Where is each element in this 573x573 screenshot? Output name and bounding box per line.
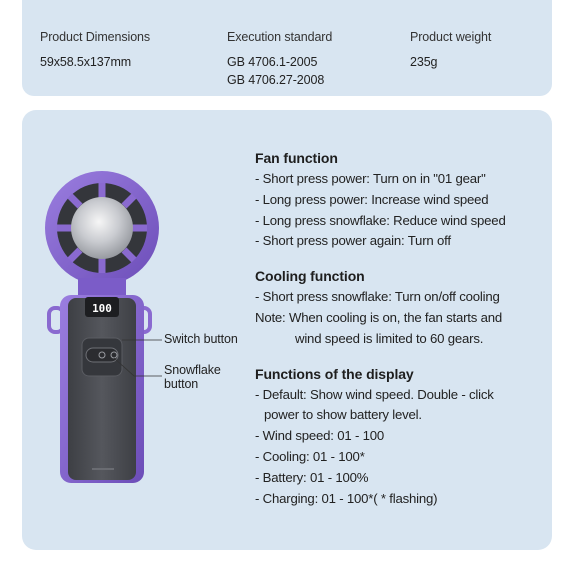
section-title: Functions of the display: [255, 365, 414, 382]
list-item: - Cooling: 01 - 100*: [255, 448, 365, 464]
spec-weight: Product weight 235g: [410, 30, 491, 71]
spec-value: 59x58.5x137mm: [40, 55, 132, 69]
cooling-function-section: Cooling function - Short press snowflake…: [255, 268, 555, 349]
fan-head: [45, 171, 159, 285]
spec-label: Product weight: [410, 30, 492, 44]
fan-device-illustration: 100: [45, 171, 162, 483]
brand-mark: [92, 468, 114, 470]
feature-text: Fan function - Short press power: Turn o…: [255, 150, 555, 525]
list-item: - Long press snowflake: Reduce wind spee…: [255, 212, 506, 228]
display-function-section: Functions of the display - Default: Show…: [255, 366, 555, 510]
list-item: - Short press power again: Turn off: [255, 233, 451, 249]
specs-bar: Product Dimensions 59x58.5x137mm Executi…: [22, 0, 552, 96]
list-item: - Charging: 01 - 100*( * flashing): [255, 490, 438, 506]
spec-label: Product Dimensions: [40, 30, 151, 44]
feature-panel: 100 Switch button Snowflake button Fan f…: [22, 110, 552, 550]
section-title: Cooling function: [255, 268, 365, 285]
display-value: 100: [92, 302, 112, 315]
list-item-continuation: power to show battery level.: [264, 407, 422, 423]
callout-line: button: [164, 377, 199, 391]
note-line: Note: When cooling is on, the fan starts…: [255, 309, 503, 325]
list-item: - Wind speed: 01 - 100: [255, 428, 385, 444]
note-line: wind speed is limited to 60 gears.: [295, 330, 484, 346]
fan-hub: [71, 197, 133, 259]
list-item: - Default: Show wind speed. Double - cli…: [255, 386, 494, 402]
spec-value: GB 4706.1-2005 GB 4706.27-2008: [227, 53, 332, 89]
handle-body: [68, 298, 136, 480]
list-item: - Long press power: Increase wind speed: [255, 191, 489, 207]
fan-function-section: Fan function - Short press power: Turn o…: [255, 150, 555, 252]
switch-button[interactable]: [85, 347, 119, 363]
spec-value-line: GB 4706.27-2008: [227, 73, 325, 87]
power-icon: [98, 351, 106, 359]
list-item: - Short press power: Turn on in "01 gear…: [255, 171, 486, 186]
switch-button-label: Switch button: [164, 332, 238, 346]
spec-dimensions: Product Dimensions 59x58.5x137mm: [40, 30, 150, 71]
list-item: - Short press snowflake: Turn on/off coo…: [255, 289, 500, 305]
section-title: Fan function: [255, 150, 338, 166]
spec-standard: Execution standard GB 4706.1-2005 GB 470…: [227, 30, 332, 89]
led-display: [85, 297, 119, 317]
spec-value-line: GB 4706.1-2005: [227, 55, 318, 69]
spec-label: Execution standard: [227, 30, 333, 44]
callout-line: Snowflake: [164, 363, 221, 377]
list-item: - Battery: 01 - 100%: [255, 469, 369, 485]
snowflake-button-label: Snowflake button: [164, 363, 221, 391]
spec-value: 235g: [410, 55, 438, 69]
